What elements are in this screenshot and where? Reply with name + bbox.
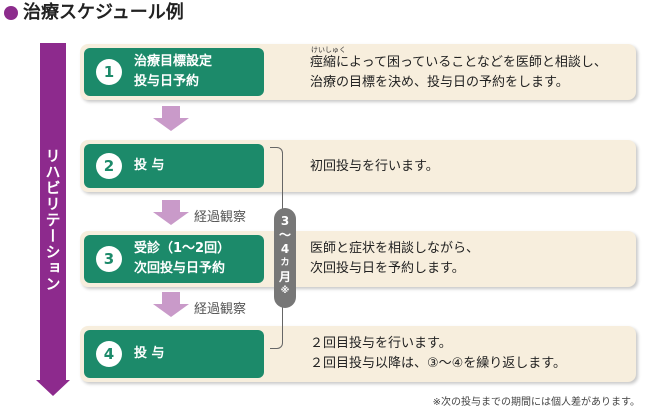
step-box-1: 1 治療目標設定 投与日予約 [84, 48, 264, 96]
period-end: 4 [280, 242, 290, 256]
step-number-1: 1 [96, 59, 122, 85]
rehab-arrow-head-icon [36, 380, 70, 396]
step-number-4: 4 [96, 341, 122, 367]
down-arrow-3-icon [153, 292, 189, 317]
step-box-4: 4 投 与 [84, 330, 264, 378]
down-arrow-1-icon [153, 106, 189, 131]
step-title-4: 投 与 [134, 346, 165, 361]
period-badge: 3 ～ 4 カ 月 ※ [274, 208, 296, 308]
ruby-annotation: けいしゅく [311, 46, 346, 54]
observation-label-1: 経過観察 [194, 210, 247, 225]
footnote: ※次の投与までの期間には個人差があります。 [432, 397, 640, 408]
step-box-3: 3 受診（1～2回） 次回投与日予約 [84, 235, 264, 283]
step-box-2: 2 投 与 [84, 144, 264, 188]
title-bullet-icon [4, 6, 18, 20]
period-tilde: ～ [278, 228, 291, 242]
step-number-3: 3 [96, 246, 122, 272]
period-unit: 月 [278, 270, 291, 284]
step-title-1: 治療目標設定 投与日予約 [134, 54, 213, 89]
rehab-bar [40, 43, 66, 381]
observation-label-2: 経過観察 [194, 302, 247, 317]
period-unit-small: カ [280, 258, 290, 268]
step-number-2: 2 [96, 153, 122, 179]
step-title-2: 投 与 [134, 158, 165, 173]
step-desc-2: 初回投与を行います。 [310, 159, 439, 174]
period-note-mark: ※ [280, 286, 290, 296]
rehab-label: リハビリテーション [43, 148, 62, 292]
step-desc-1: 痙縮によって困っていることなどを医師と相談し、 治療の目標を決め、投与日の予約を… [310, 55, 607, 90]
step-desc-4: ２回目投与を行います。 ２回目投与以降は、③～④を繰り返します。 [310, 336, 567, 371]
page-title: 治療スケジュール例 [23, 2, 184, 23]
down-arrow-2-icon [153, 200, 189, 225]
period-start: 3 [280, 214, 290, 228]
step-title-3: 受診（1～2回） 次回投与日予約 [134, 241, 231, 276]
step-desc-3: 医師と症状を相談しながら、 次回投与日を予約します。 [310, 241, 480, 276]
